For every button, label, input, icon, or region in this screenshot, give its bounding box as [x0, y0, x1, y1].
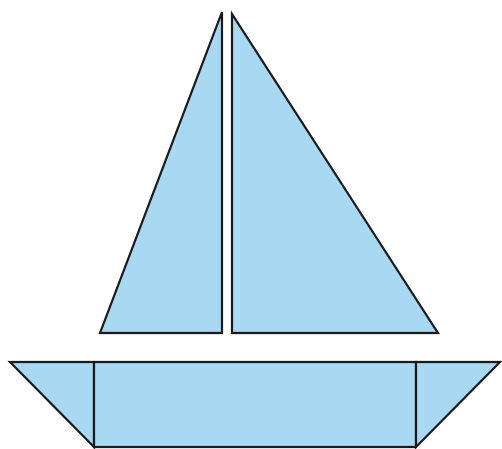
hull-left-triangle	[10, 362, 94, 447]
left-sail-triangle	[100, 12, 222, 333]
sailboat-shapes	[10, 12, 500, 447]
hull-right-triangle	[416, 362, 500, 447]
right-sail-triangle	[232, 14, 438, 333]
hull-center-rectangle	[94, 362, 416, 447]
